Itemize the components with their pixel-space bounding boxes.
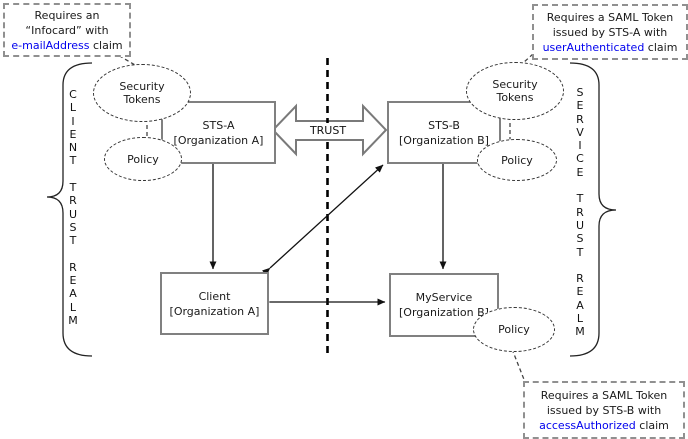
callout-saml-sts-a-line1: Requires a SAML Token [546, 10, 674, 24]
service-trust-realm-label: S E R V I C E T R U S T R E A L M [575, 86, 585, 339]
service-realm-brace [569, 62, 617, 357]
connector-sts-b-callout [511, 348, 526, 383]
connector-infocard-callout [112, 51, 141, 69]
callout-saml-sts-a-claim-keyword: userAuthenticated [542, 40, 645, 54]
ellipse-policy-left-label: Policy [127, 152, 159, 166]
node-myservice-name: MyService [415, 291, 473, 304]
node-client: Client [Organization A] [160, 272, 269, 335]
ellipse-security-tokens-left-label: Security Tokens [119, 80, 165, 106]
callout-infocard-line3: e-mailAddress claim [11, 38, 122, 53]
node-sts-b-org: [Organization B] [399, 133, 489, 147]
callout-saml-sts-b-claim-keyword: accessAuthorized [539, 418, 636, 432]
node-sts-a: STS-A [Organization A] [161, 101, 276, 164]
ellipse-policy-right-label: Policy [501, 153, 533, 167]
node-sts-a-name: STS-A [202, 118, 235, 132]
callout-saml-sts-b: Requires a SAML Token issued by STS-B wi… [523, 381, 685, 439]
client-trust-realm-label: C L I E N T T R U S T R E A L M [68, 88, 78, 328]
callout-saml-sts-b-line1: Requires a SAML Token [540, 388, 668, 402]
node-sts-b-name: STS-B [428, 118, 460, 132]
node-client-name: Client [198, 289, 231, 303]
callout-infocard: Requires an “Infocard” with e-mailAddres… [3, 3, 131, 57]
ellipse-policy-right: Policy [477, 139, 557, 181]
arrow-client-sts-b [262, 164, 384, 276]
ellipse-security-tokens-right: Security Tokens [466, 62, 564, 120]
callout-infocard-line1: Requires an [34, 8, 100, 22]
callout-saml-sts-a-line3: userAuthenticated claim [543, 40, 678, 55]
callout-infocard-claim-suffix: claim [89, 38, 123, 52]
ellipse-policy-service-label: Policy [498, 323, 530, 336]
callout-saml-sts-b-line2: issued by STS-B with [546, 403, 662, 417]
node-sts-a-org: [Organization A] [173, 133, 264, 147]
node-myservice-org: [Organization B] [399, 306, 489, 319]
node-myservice: MyService [Organization B] [389, 273, 499, 337]
callout-saml-sts-a: Requires a SAML Token issued by STS-A wi… [532, 4, 688, 60]
trust-arrow-label: TRUST [304, 123, 352, 138]
callout-saml-sts-a-line2: issued by STS-A with [552, 25, 668, 39]
client-realm-brace [46, 62, 93, 357]
callout-saml-sts-b-claim-suffix: claim [635, 418, 669, 432]
node-client-org: [Organization A] [169, 304, 260, 318]
callout-saml-sts-a-claim-suffix: claim [644, 40, 678, 54]
ellipse-policy-service: Policy [473, 307, 555, 352]
callout-infocard-claim-keyword: e-mailAddress [11, 38, 90, 52]
ellipse-security-tokens-right-label: Security Tokens [492, 78, 538, 104]
callout-infocard-line2: “Infocard” with [25, 23, 109, 37]
ellipse-security-tokens-left: Security Tokens [93, 64, 191, 122]
callout-saml-sts-b-line3: accessAuthorized claim [539, 418, 669, 433]
ellipse-policy-left: Policy [104, 137, 182, 181]
